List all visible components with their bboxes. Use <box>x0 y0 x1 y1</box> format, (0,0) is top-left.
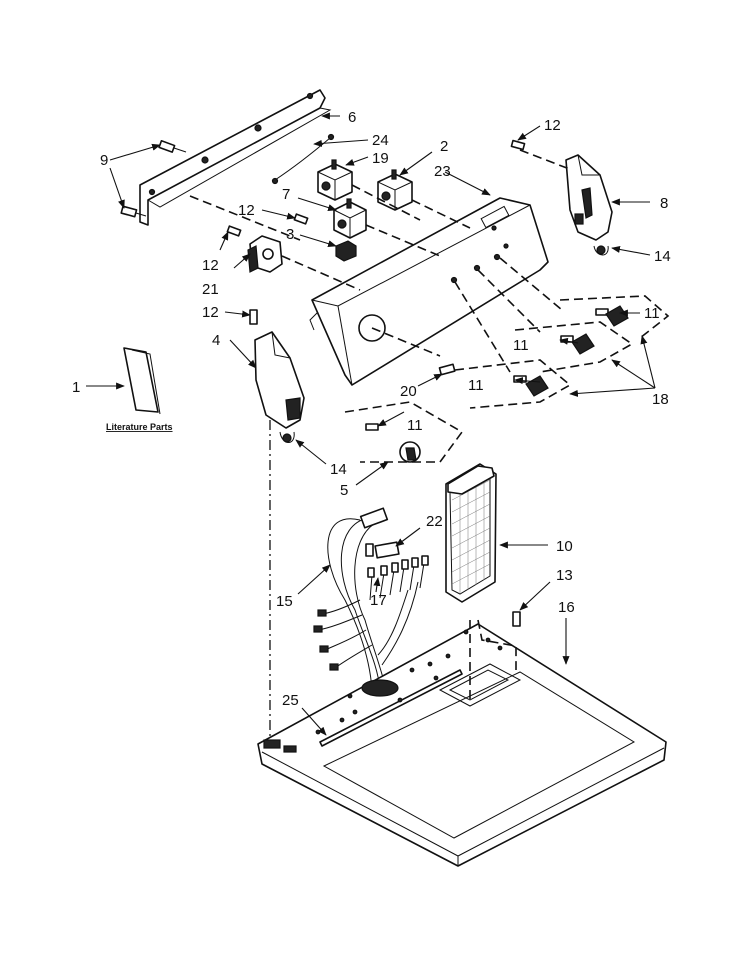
dashline-knob3 <box>454 281 511 373</box>
callout-8: 8 <box>660 195 668 212</box>
leader-lines <box>86 112 656 736</box>
callout-12-c: 12 <box>544 117 561 134</box>
callout-11-a: 11 <box>644 305 660 322</box>
dashline-knob2 <box>477 269 541 333</box>
switch-2 <box>377 169 413 211</box>
wire-harness-15 <box>313 507 429 691</box>
callout-16: 16 <box>558 599 575 616</box>
light-3 <box>335 240 357 262</box>
callout-11-d: 11 <box>407 417 423 434</box>
dashline-endcap8 <box>519 149 573 171</box>
callout-7: 7 <box>282 186 290 203</box>
callout-19: 19 <box>372 150 389 167</box>
timer-21 <box>247 235 283 273</box>
dashline-switch2 <box>411 199 471 229</box>
callout-11-c: 11 <box>468 377 484 394</box>
screw-12-endcap <box>249 309 258 325</box>
callout-13: 13 <box>556 567 573 584</box>
knob-11-mid <box>560 333 595 355</box>
callout-14-b: 14 <box>330 461 347 478</box>
dashline-switch19 <box>351 184 421 221</box>
callout-17: 17 <box>370 592 387 609</box>
callout-6: 6 <box>348 109 356 126</box>
callout-20: 20 <box>400 383 417 400</box>
lint-filter-10 <box>445 463 497 603</box>
wire-24 <box>271 133 335 185</box>
dashed-box-mid <box>514 321 634 373</box>
terminal-block-22 <box>365 541 400 559</box>
clip-14-right <box>593 245 609 256</box>
screw-12-right <box>510 139 526 151</box>
callout-12-a: 12 <box>238 202 255 219</box>
top-panel-16 <box>257 623 667 867</box>
clip-14-left <box>279 431 295 443</box>
dashline-timer <box>281 255 361 291</box>
end-cap-4 <box>254 331 305 429</box>
end-cap-8 <box>565 154 613 241</box>
dashed-box-upper <box>559 295 670 339</box>
literature-parts-1 <box>123 347 161 415</box>
callout-2: 2 <box>440 138 448 155</box>
callout-14-a: 14 <box>654 248 671 265</box>
callout-21: 21 <box>202 281 219 298</box>
callout-12-b: 12 <box>202 257 219 274</box>
console-panel-23 <box>309 197 549 386</box>
callout-25: 25 <box>282 692 299 709</box>
screw-9-bottom <box>120 205 147 218</box>
dashed-box-5 <box>344 401 464 463</box>
callout-22: 22 <box>426 513 443 530</box>
literature-parts-label: Literature Parts <box>106 422 173 432</box>
screw-13 <box>512 611 521 627</box>
knob-11-lower <box>513 375 549 397</box>
dashed-box-lower <box>454 359 572 409</box>
callout-1: 1 <box>72 379 80 396</box>
rear-bracket-6 <box>139 89 332 226</box>
switch-19 <box>317 159 353 201</box>
callout-10: 10 <box>556 538 573 555</box>
callout-12-d: 12 <box>202 304 219 321</box>
callout-15: 15 <box>276 593 293 610</box>
callout-4: 4 <box>212 332 220 349</box>
callout-5: 5 <box>340 482 348 499</box>
callout-24: 24 <box>372 132 389 149</box>
callout-23: 23 <box>434 163 451 180</box>
switch-7 <box>333 198 367 239</box>
callout-18: 18 <box>652 391 669 408</box>
screw-12-left <box>226 225 242 237</box>
callout-3: 3 <box>286 226 294 243</box>
callout-11-b: 11 <box>513 337 529 354</box>
screw-12-center <box>293 213 309 225</box>
callout-9: 9 <box>100 152 108 169</box>
knob-5 <box>365 423 421 463</box>
dashline-center <box>371 327 441 357</box>
screw-9-top <box>158 139 187 153</box>
dashline-bracket <box>189 195 301 241</box>
screw-20 <box>438 363 456 376</box>
